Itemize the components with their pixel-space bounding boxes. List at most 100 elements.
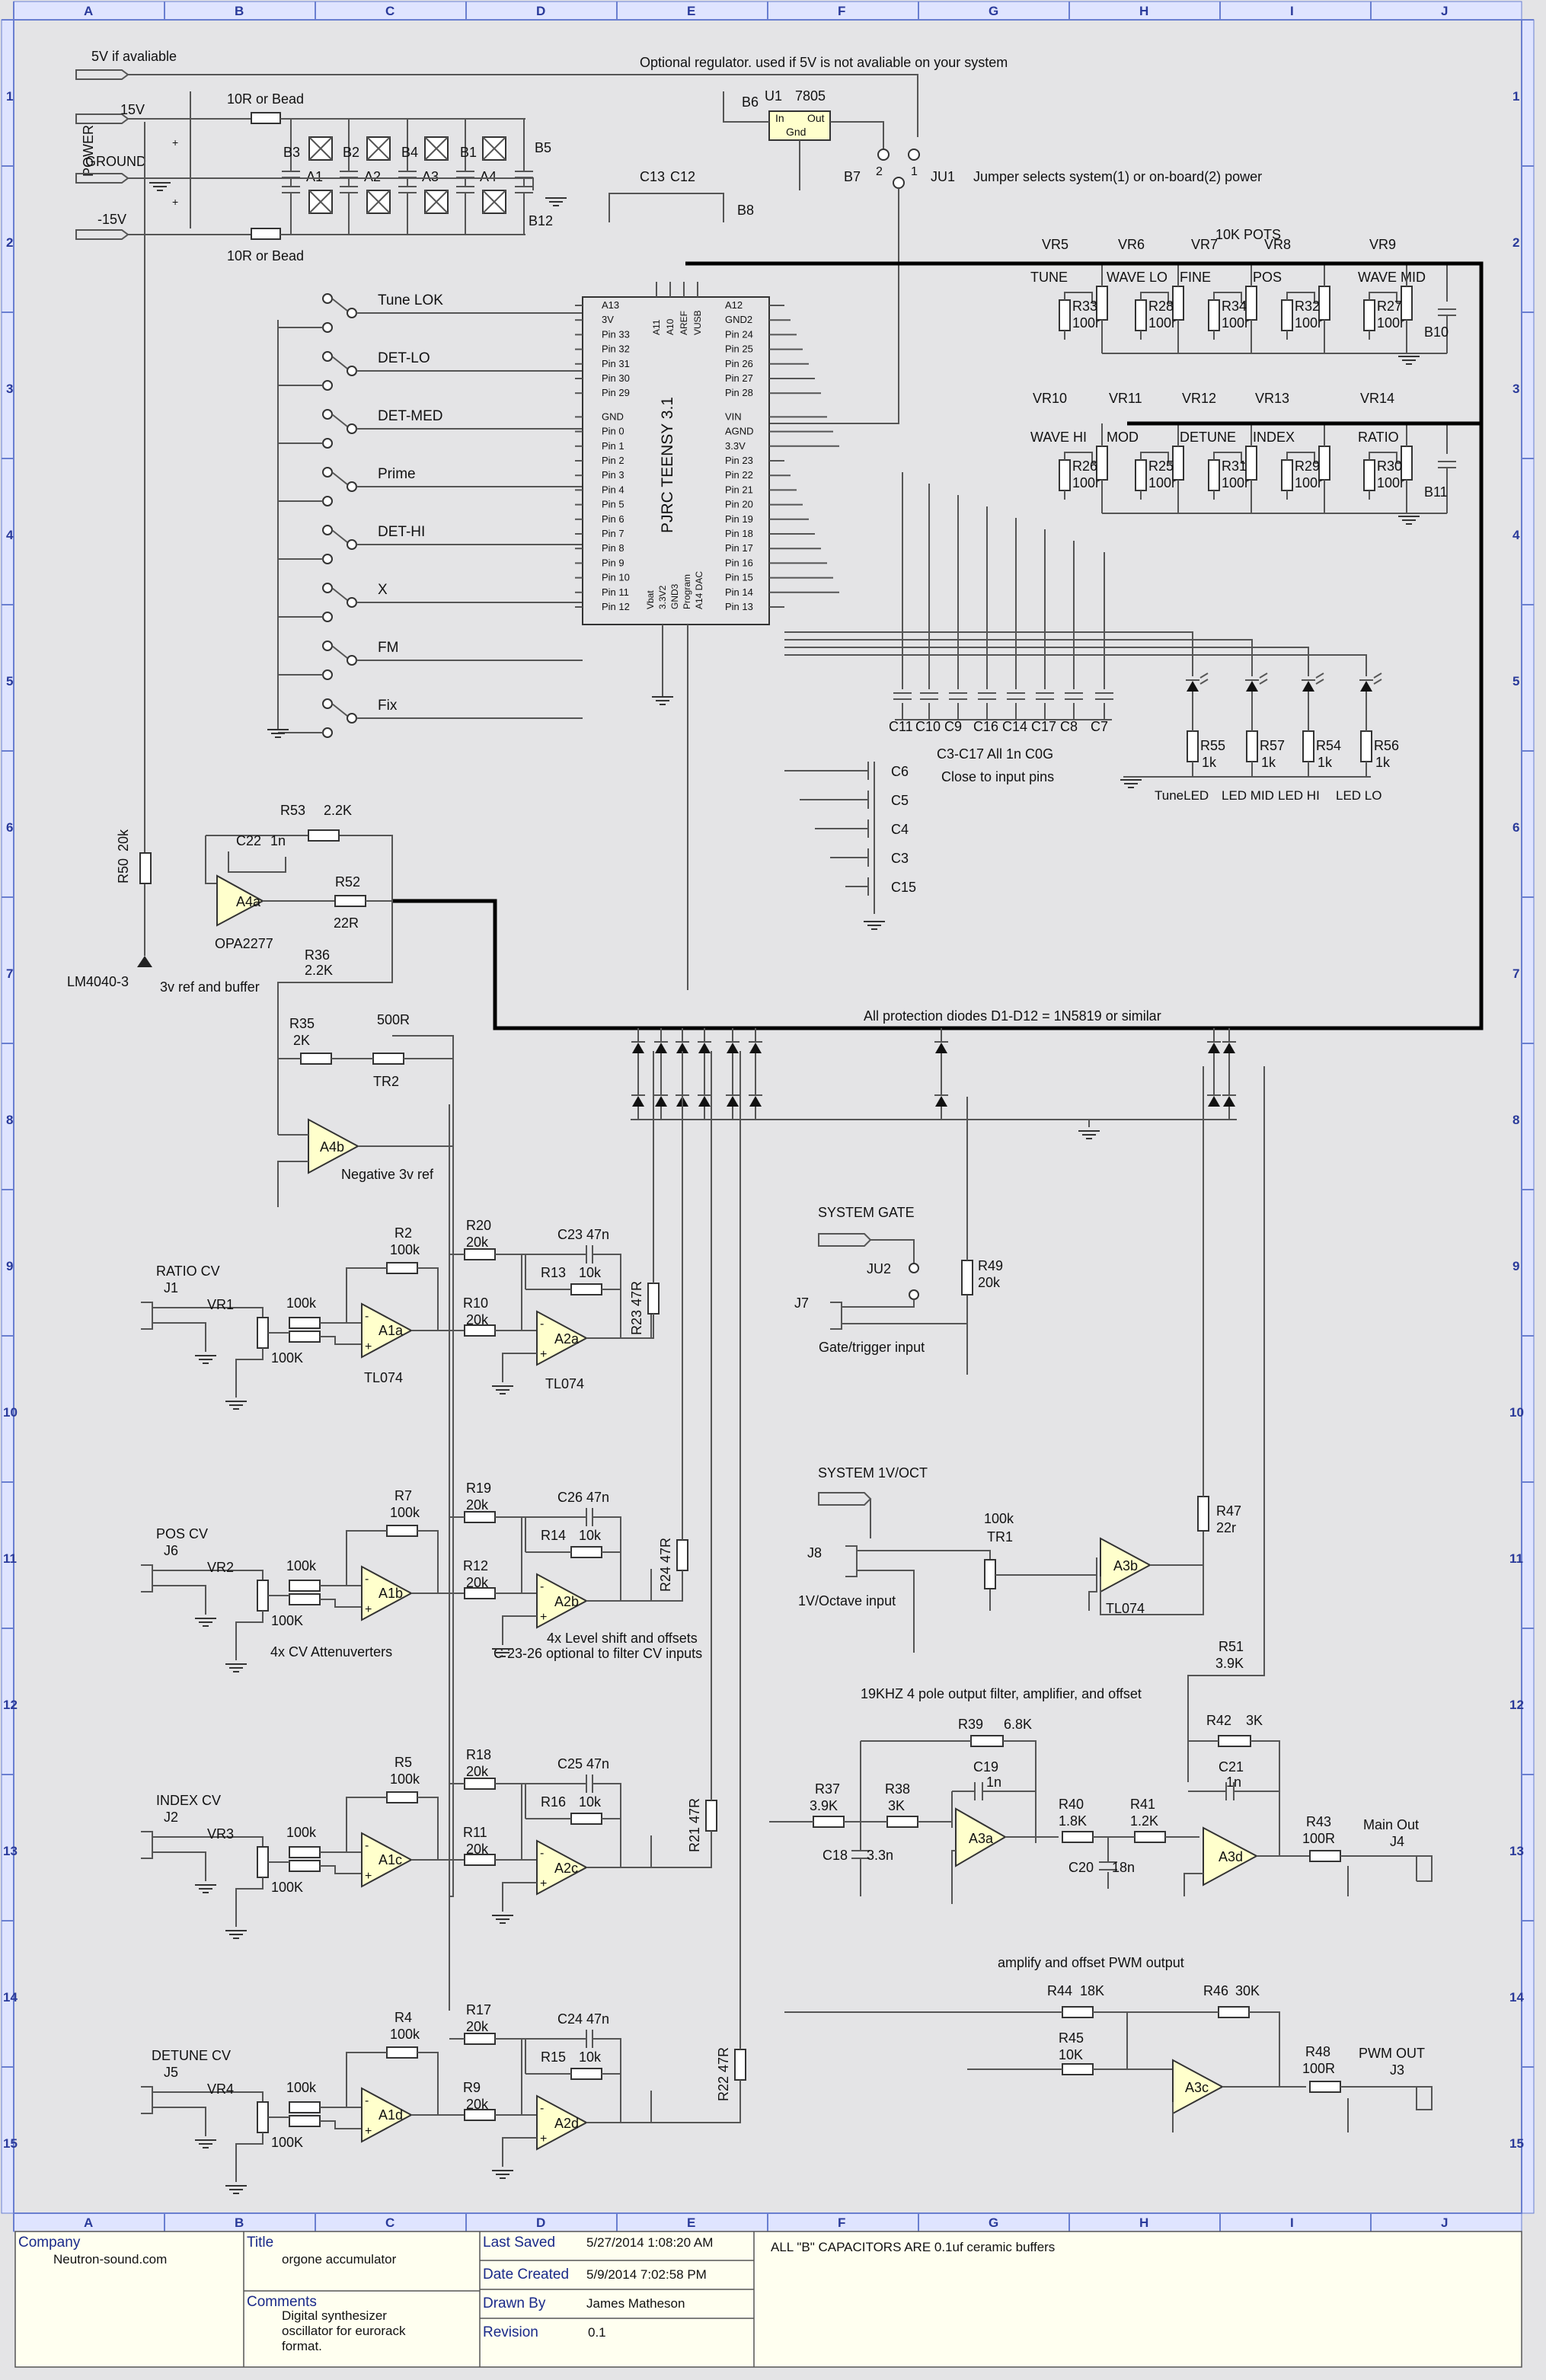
teensy-pin-bottom: A14 DAC: [694, 571, 704, 609]
r43-label: R43: [1306, 1814, 1331, 1829]
pot-ratio-resistor: [1363, 459, 1375, 491]
cv-pos-cv-opamp-2: [536, 1573, 589, 1629]
cv-index-cv-vr: VR3: [207, 1826, 234, 1842]
cv-ratio-cv-rsum-value: 20k: [466, 1312, 489, 1327]
pot-tune-resistor: [1059, 299, 1071, 331]
cv-index-cv-r2-resistor: [570, 1813, 602, 1825]
r42-label: R42: [1206, 1713, 1231, 1728]
input-cap-label: C17: [1031, 719, 1056, 734]
plus15-label: 15V: [120, 102, 145, 117]
cv-ratio-cv-attenuverter-pot: [257, 1317, 269, 1349]
protection-diode: [632, 1096, 644, 1107]
teensy-pin-right: Pin 27: [725, 372, 753, 384]
cv-pos-cv-fb-label: R7: [394, 1488, 412, 1503]
voct-section: SYSTEM 1V/OCT J8 1V/Octave input 100k TR…: [798, 1066, 1241, 1653]
pot-fine-vr: VR7: [1191, 237, 1218, 252]
cv-ratio-cv-rin: [289, 1317, 321, 1329]
c20-label: C20: [1068, 1860, 1094, 1875]
pot-detune-resistor: [1208, 459, 1220, 491]
cv-index-cv-feedback: [386, 1791, 418, 1803]
row-label-left: 12: [3, 1698, 18, 1712]
cv-pos-cv-title: POS CV: [156, 1526, 208, 1541]
cv-ratio-cv-opamp-1: [361, 1302, 414, 1359]
cv-detune-cv-vr: VR4: [207, 2081, 234, 2097]
switch-label-x: X: [378, 582, 388, 598]
row-label-right: 2: [1512, 235, 1519, 250]
teensy-pin-right: Pin 15: [725, 572, 753, 583]
cv-detune-cv-c-value: 47n: [586, 2011, 609, 2027]
column-label-top: G: [989, 4, 998, 18]
buffer-cap-label: B1: [460, 145, 477, 160]
jumper-pin-1: [908, 149, 920, 161]
svg-text:-: -: [365, 1839, 369, 1852]
r45-value: 10K: [1059, 2047, 1083, 2062]
cv-ratio-cv-pot-value: 100K: [271, 1350, 303, 1366]
row-label-left: 13: [3, 1844, 18, 1858]
switch-common: [347, 423, 357, 434]
cv-pos-cv-roff-value: 20k: [466, 1497, 489, 1513]
svg-text:+: +: [172, 136, 178, 149]
pot-wave-mid-r-label: R27: [1377, 299, 1402, 314]
row-label-right: 4: [1512, 528, 1520, 542]
cv-ratio-cv-rsum: R10: [463, 1295, 488, 1311]
input-cap-label: C6: [891, 764, 909, 779]
row-label-right: 12: [1509, 1698, 1524, 1712]
cv-ratio-cv-roff-resistor: [464, 1248, 496, 1260]
opamp-supply-label: A3: [422, 169, 439, 184]
protection-diode: [727, 1043, 739, 1053]
ju1-label: JU1: [931, 169, 955, 184]
switch-pole: [322, 698, 333, 709]
teensy-pin-bottom: GND3: [669, 583, 680, 609]
teensy-pin-right: 3.3V: [725, 440, 746, 452]
opa2277-label: OPA2277: [215, 936, 273, 951]
led-led-hi: [1302, 681, 1314, 692]
tb-company-label: Company: [18, 2235, 81, 2251]
switch-common: [347, 655, 357, 666]
pot-index-r-value: 100r: [1295, 475, 1322, 490]
teensy-pin-left: Pin 8: [602, 542, 624, 554]
pot-ratio-r-value: 100r: [1377, 475, 1404, 490]
switch-pole: [322, 554, 333, 564]
pot-wave-mid-vr: VR9: [1369, 237, 1396, 252]
opamp-supply-label: A1: [306, 169, 323, 184]
switch-pole: [322, 525, 333, 535]
r53-label: R53: [280, 803, 305, 818]
buffer-cap-label: B5: [535, 140, 551, 155]
cv-index-cv-a2: A2c: [554, 1861, 578, 1876]
cv-ratio-cv-rin-value: 100k: [286, 1295, 317, 1311]
switch-label-det-med: DET-MED: [378, 408, 443, 424]
r51-value: 3.9K: [1215, 1656, 1244, 1671]
cv-pos-cv-a1: A1b: [379, 1586, 403, 1601]
switch-pole: [322, 322, 333, 333]
cv-pos-cv-r-bottom: [289, 1593, 321, 1605]
r45-label: R45: [1059, 2030, 1084, 2046]
j8-label: J8: [807, 1545, 822, 1561]
pot-detune-name: DETUNE: [1180, 430, 1236, 445]
protection-diode: [655, 1043, 667, 1053]
opamp-a3b: [1100, 1537, 1152, 1593]
u1-in: In: [775, 112, 784, 124]
switch-common: [347, 308, 357, 318]
led-led-mid-resistor: [1246, 730, 1258, 762]
cv-pos-cv-rin-value: 100k: [286, 1558, 317, 1573]
pot-wave-lo-vr: VR6: [1118, 237, 1145, 252]
tb-company: Neutron-sound.com: [53, 2252, 167, 2267]
cv-index-cv-r-bottom: [289, 1860, 321, 1872]
switch-pole: [322, 612, 333, 622]
cv-ratio-cv-vr: VR1: [207, 1297, 234, 1312]
r49-label: R49: [978, 1258, 1003, 1273]
cv-ratio-cv-r2-value: 10k: [579, 1265, 602, 1280]
row-label-left: 9: [6, 1259, 13, 1273]
svg-text:+: +: [540, 1611, 547, 1624]
r48-value: 100R: [1302, 2061, 1335, 2076]
cv-detune-cv-rsum: R9: [463, 2080, 481, 2095]
cv-detune-cv-pot-value: 100K: [271, 2135, 303, 2150]
cv-detune-cv-protect-label: R22 47R: [716, 2047, 731, 2101]
column-label-bottom: F: [838, 2215, 845, 2230]
cv-detune-cv-a2: A2d: [554, 2116, 579, 2131]
tr1-label: TR1: [987, 1529, 1013, 1545]
jumper-common: [893, 177, 905, 189]
cv-index-cv-jack: J2: [164, 1810, 178, 1825]
cv-index-cv-rsum-value: 20k: [466, 1842, 489, 1857]
